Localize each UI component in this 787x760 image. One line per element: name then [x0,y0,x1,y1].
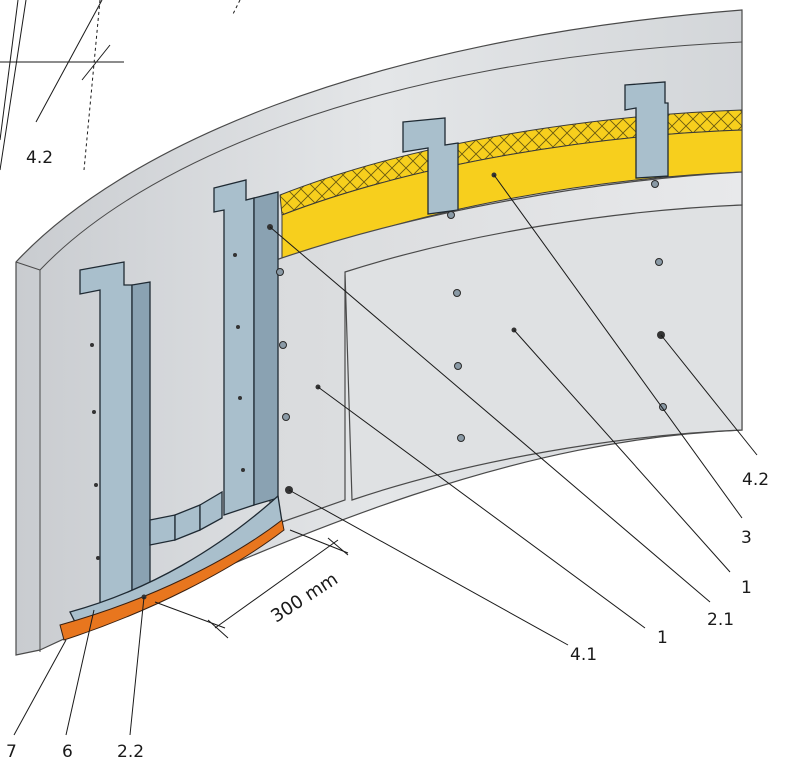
callout-2-2: 2.2 [117,742,144,760]
callout-4-1: 4.1 [570,645,597,665]
callout-7: 7 [6,742,17,760]
callout-2-1: 2.1 [707,610,734,630]
stud-tall-center [213,179,279,516]
callout-labels: 4.2 4.2 3 1 2.1 1 4.1 2.2 6 7 [6,148,769,760]
top-left-guides [0,0,241,171]
dimension-label: 300 mm [267,569,341,628]
stud-back-2 [624,81,669,179]
callout-4-2-right: 4.2 [742,470,769,490]
stud-left [79,261,151,605]
callout-1-bottom: 1 [657,628,668,648]
screws [90,172,667,600]
callout-3: 3 [741,528,752,548]
callout-4-2-top: 4.2 [26,148,53,168]
callout-1-right: 1 [741,578,752,598]
front-board-lower [344,204,743,501]
leader-lines [13,174,758,736]
callout-6: 6 [62,742,73,760]
